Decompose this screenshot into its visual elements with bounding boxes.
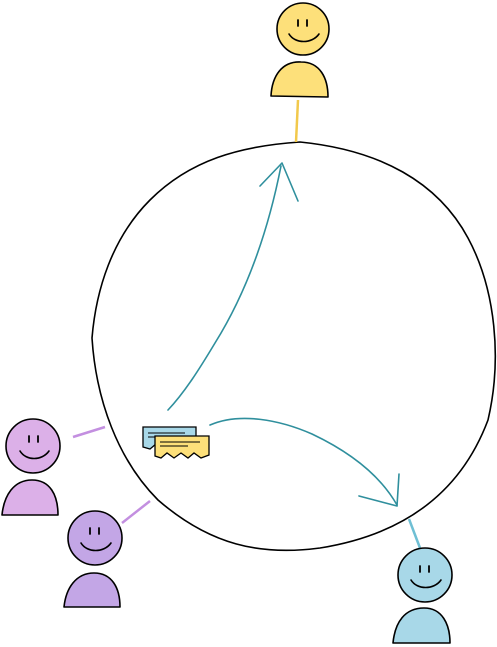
arrow-to-bottom-right-head: [358, 473, 400, 507]
person-left-upper-icon: [1, 418, 61, 516]
person-bottom-right-icon: [392, 547, 453, 644]
arrow-to-top-head: [259, 162, 299, 202]
connector-bottom-right: [407, 518, 422, 549]
ticket-icon: [142, 426, 210, 459]
ring-circle: [91, 141, 497, 552]
connector-left-upper: [72, 425, 106, 439]
person-top-icon: [270, 2, 330, 98]
connector-left-lower: [121, 500, 151, 524]
connector-top: [294, 99, 300, 143]
arrow-to-top: [167, 165, 282, 411]
person-left-lower-icon: [63, 510, 123, 608]
arrow-to-bottom-right: [209, 417, 398, 506]
